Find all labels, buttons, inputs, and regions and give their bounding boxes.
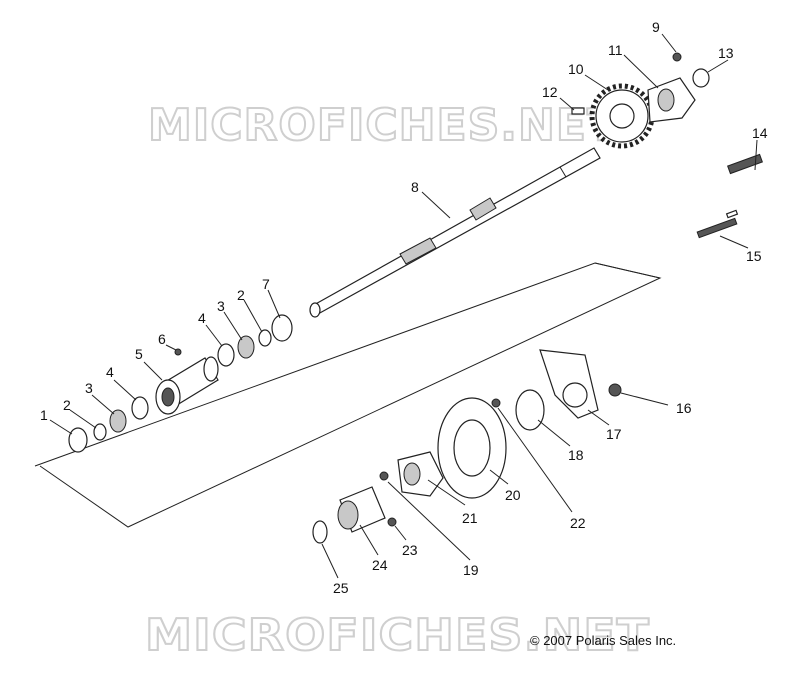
stud-12 bbox=[571, 107, 585, 115]
callout-labels: 1 2 3 4 5 6 4 3 2 7 8 9 10 11 12 13 14 1… bbox=[40, 19, 768, 596]
nut-16 bbox=[608, 383, 622, 397]
bearing-housing bbox=[155, 356, 219, 415]
callout-11: 11 bbox=[608, 42, 623, 58]
nut-19 bbox=[379, 471, 389, 481]
sprocket-hub bbox=[647, 77, 696, 123]
callout-21: 21 bbox=[462, 510, 478, 526]
ring-13 bbox=[692, 68, 710, 88]
copyright-notice: © 2007 Polaris Sales Inc. bbox=[530, 633, 676, 648]
grease-fitting-6 bbox=[174, 348, 182, 356]
callout-2b: 2 bbox=[237, 287, 245, 303]
snap-ring-2b bbox=[258, 329, 272, 347]
callout-17: 17 bbox=[606, 426, 622, 442]
chain-14 bbox=[727, 153, 763, 175]
spacer-4b bbox=[217, 343, 235, 367]
callout-20: 20 bbox=[505, 487, 521, 503]
callout-6: 6 bbox=[158, 331, 166, 347]
watermark-top: MICROFICHES.NET bbox=[148, 100, 618, 151]
callout-22: 22 bbox=[570, 515, 586, 531]
snap-ring-2 bbox=[93, 423, 107, 441]
callout-8: 8 bbox=[411, 179, 419, 195]
callout-5: 5 bbox=[135, 346, 143, 362]
callout-18: 18 bbox=[568, 447, 584, 463]
callout-16: 16 bbox=[676, 400, 692, 416]
callout-13: 13 bbox=[718, 45, 734, 61]
callout-23: 23 bbox=[402, 542, 418, 558]
sprocket bbox=[589, 83, 655, 149]
callout-25: 25 bbox=[333, 580, 349, 596]
bolt-22 bbox=[491, 398, 501, 408]
callout-15: 15 bbox=[746, 248, 762, 264]
callout-24: 24 bbox=[372, 557, 388, 573]
axle-shaft bbox=[309, 147, 601, 318]
callout-3b: 3 bbox=[217, 298, 225, 314]
callout-14: 14 bbox=[752, 125, 768, 141]
callout-19: 19 bbox=[463, 562, 479, 578]
brake-disc-20 bbox=[437, 397, 507, 499]
callout-1: 1 bbox=[40, 407, 48, 423]
callout-3: 3 bbox=[85, 380, 93, 396]
spacer-4 bbox=[131, 396, 149, 420]
callout-12: 12 bbox=[542, 84, 558, 100]
seal-7 bbox=[271, 314, 293, 342]
callout-2: 2 bbox=[63, 397, 71, 413]
bolt-23 bbox=[387, 517, 397, 527]
callout-4: 4 bbox=[106, 364, 114, 380]
leader-lines bbox=[49, 33, 758, 579]
nut-9 bbox=[672, 52, 682, 62]
callout-9: 9 bbox=[652, 19, 660, 35]
callout-7: 7 bbox=[262, 276, 270, 292]
watermark-bottom: MICROFICHES.NET bbox=[145, 610, 650, 661]
bearing-3 bbox=[109, 409, 127, 433]
bearing-3b bbox=[237, 335, 255, 359]
chain-link-15 bbox=[696, 209, 739, 239]
callout-4b: 4 bbox=[198, 310, 206, 326]
ring-25 bbox=[312, 520, 328, 544]
callout-10: 10 bbox=[568, 61, 584, 77]
brake-bracket-17 bbox=[539, 349, 599, 419]
housing-24 bbox=[337, 486, 386, 533]
snap-ring-18 bbox=[515, 389, 545, 431]
wheel-hub-21 bbox=[397, 451, 444, 497]
seal-1 bbox=[68, 427, 88, 453]
